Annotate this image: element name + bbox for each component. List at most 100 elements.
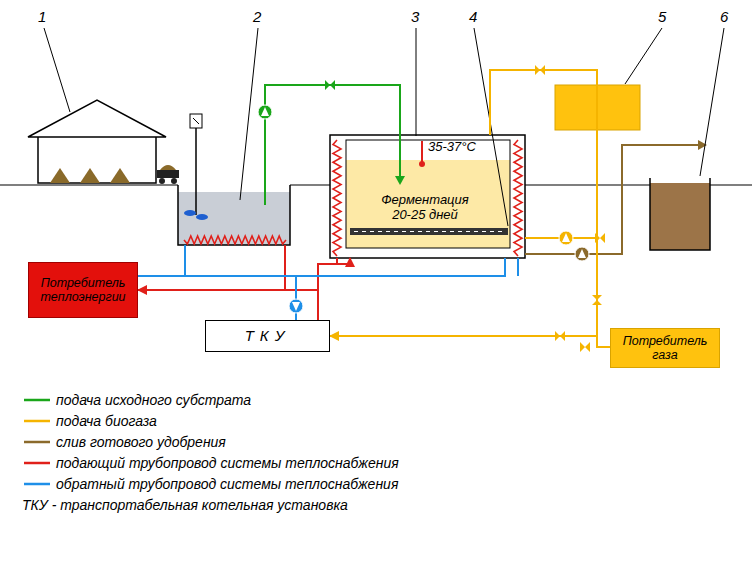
valve-symbol xyxy=(535,65,545,75)
abbreviation-note: ТКУ - транспортабельная котельная устано… xyxy=(22,497,348,513)
node-text: Потребитель газа xyxy=(616,334,714,363)
barn xyxy=(110,168,130,183)
callout-number: 4 xyxy=(469,8,477,25)
callout-number: 2 xyxy=(253,8,261,25)
legend-text: подача исходного субстрата xyxy=(56,392,251,408)
mixing-tank xyxy=(193,118,199,124)
valve-symbol xyxy=(595,233,605,243)
process-pipes xyxy=(395,176,405,185)
pipe-connector xyxy=(138,276,296,320)
valve-symbol xyxy=(325,80,335,90)
legend-swatch xyxy=(22,394,52,406)
legend-line xyxy=(24,420,50,423)
node-text: ТКУ xyxy=(245,327,291,344)
pump-symbol xyxy=(575,247,589,261)
bioreactor xyxy=(346,160,510,248)
pump-symbol xyxy=(292,302,300,311)
legend-line xyxy=(24,462,50,465)
pipe-connector xyxy=(490,70,610,347)
leader-line xyxy=(240,28,258,200)
callout-number: 5 xyxy=(658,8,666,25)
leader-line xyxy=(44,28,724,226)
bioreactor xyxy=(333,140,341,256)
leader-line xyxy=(44,28,70,112)
valve-symbol xyxy=(580,342,590,352)
mixing-tank xyxy=(178,192,290,245)
connector-layer xyxy=(138,70,610,347)
mixing-tank xyxy=(190,114,202,128)
legend-text: подача биогаза xyxy=(56,413,157,429)
ground-line xyxy=(0,184,178,186)
leader-line xyxy=(625,28,662,84)
barn xyxy=(28,100,179,184)
boiler-box: ТКУ xyxy=(205,320,330,352)
legend-row: обратный трубопровод системы теплоснабже… xyxy=(22,476,398,492)
legend-line xyxy=(24,399,50,402)
pump-symbol xyxy=(261,107,269,116)
mixing-tank xyxy=(196,214,208,220)
node-text: 35-37°C xyxy=(428,140,508,155)
mixing-tank xyxy=(184,236,286,244)
process-pipes xyxy=(185,85,707,290)
pump-symbol xyxy=(578,249,586,258)
pump-symbol xyxy=(289,299,303,313)
bioreactor xyxy=(354,231,502,232)
ground-line xyxy=(290,184,330,186)
ground-line xyxy=(710,184,752,186)
barn xyxy=(159,178,165,184)
legend-swatch xyxy=(22,436,52,448)
fertilizer-tank xyxy=(650,178,710,250)
legend-line xyxy=(24,441,50,444)
mixing-tank xyxy=(184,210,196,216)
barn xyxy=(160,165,176,170)
node-text: Ферментация 20-25 дней xyxy=(375,193,475,223)
barn xyxy=(157,170,179,178)
legend-row: подача исходного субстрата xyxy=(22,392,251,408)
bioreactor xyxy=(514,140,522,256)
process-pipes xyxy=(525,145,698,254)
mixing-tank xyxy=(178,185,290,245)
legend-line xyxy=(24,483,50,486)
fertilizer-tank xyxy=(650,178,710,250)
valve-symbol xyxy=(325,65,605,352)
ground-line xyxy=(525,184,650,186)
legend-swatch xyxy=(22,457,52,469)
reactor-box: 35-37°C Ферментация 20-25 дней xyxy=(330,135,525,258)
legend-row: слив готового удобрения xyxy=(22,434,226,450)
valve-symbol xyxy=(555,331,565,341)
valve-symbol xyxy=(592,295,602,305)
legend-row: подающий трубопровод системы теплоснабже… xyxy=(22,455,399,471)
callout-number: 1 xyxy=(38,8,46,25)
legend-swatch xyxy=(22,415,52,427)
callout-number: 6 xyxy=(720,8,728,25)
bioreactor xyxy=(419,161,425,167)
pipe-connector xyxy=(318,258,350,320)
pump-symbol xyxy=(562,233,570,242)
legend-row: подача биогаза xyxy=(22,413,157,429)
pipe-connector xyxy=(330,70,597,336)
bioreactor xyxy=(350,228,508,235)
barn xyxy=(171,178,177,184)
fertilizer-tank xyxy=(650,183,710,250)
process-pipes xyxy=(265,85,400,205)
barn xyxy=(50,168,70,183)
node-text: Потребитель теплоэнергии xyxy=(34,276,132,305)
mixing-tank xyxy=(195,128,197,215)
legend-swatch xyxy=(22,478,52,490)
process-pipes xyxy=(517,258,519,276)
barn xyxy=(28,100,166,137)
pipe-connector xyxy=(138,290,318,320)
pump-symbol xyxy=(258,105,589,313)
process-pipes xyxy=(284,245,286,290)
bioreactor xyxy=(421,141,423,162)
pipe-connector xyxy=(296,258,505,320)
barn xyxy=(80,168,100,183)
callout-number: 3 xyxy=(411,8,419,25)
leader-line xyxy=(700,28,724,176)
legend-text: подающий трубопровод системы теплоснабже… xyxy=(56,455,399,471)
mixing-tank xyxy=(178,114,290,245)
pump-symbol xyxy=(258,105,272,119)
consumer-box: Потребитель теплоэнергии xyxy=(28,262,138,318)
legend-text: слив готового удобрения xyxy=(56,434,226,450)
